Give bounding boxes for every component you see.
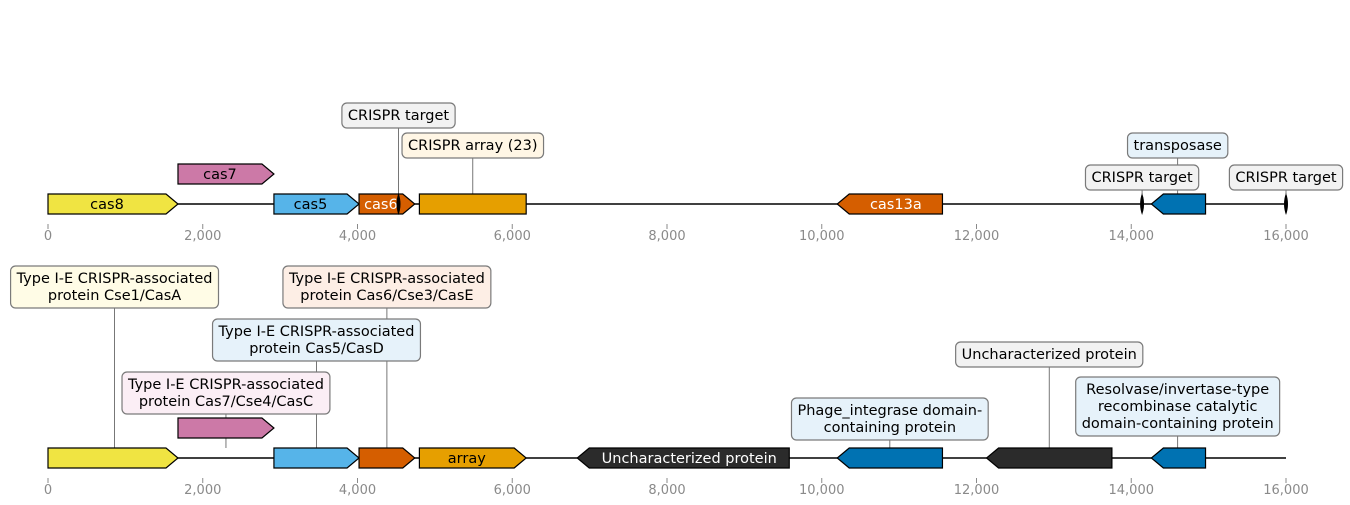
gene-arrow [576,447,790,469]
crispr-target-mark [396,193,401,215]
gene-arrow [836,193,944,215]
axis-tick-label: 6,000 [494,229,531,244]
callout-text: protein Cas5/CasD [249,341,384,357]
callout-box [9,265,220,309]
crispr-target-mark [1140,193,1145,215]
callout-text: transposase [1134,138,1222,154]
gene-arrow [47,447,179,469]
callout-text: Resolvase/invertase-type [1086,382,1269,398]
callout-text: protein Cse1/CasA [48,288,181,304]
axis-tick-label: 0 [44,483,52,498]
callout-text: Phage_integrase domain- [797,403,982,419]
callout-text: CRISPR array (23) [408,138,538,154]
axis-tick-label: 16,000 [1263,229,1309,244]
axis-tick-label: 16,000 [1263,483,1309,498]
gene-arrow [358,193,416,215]
callout-box [955,341,1144,368]
callout-box [121,371,331,415]
callout-box [1228,164,1344,191]
axis-tick-label: 0 [44,229,52,244]
callout-box [282,265,492,309]
callout-text: containing protein [824,420,956,436]
callout-text: CRISPR target [1091,170,1193,186]
gene-label: Uncharacterized protein [602,451,777,467]
callout-text: recombinase catalytic [1098,399,1258,415]
callout-text: Type I-E CRISPR-associated [127,377,324,393]
callout-box [341,102,456,129]
gene-label: cas6 [364,197,398,213]
gene-label: cas5 [294,197,328,213]
gene-arrow [418,193,527,215]
crispr-target-mark [1284,193,1288,215]
callout-box [1075,376,1281,437]
gene-arrow [177,417,275,439]
gene-arrow [47,193,179,215]
track-bottom: 0 2,000 4,000 6,000 8,000 10,000 12,000 14,000 1… [44,308,1309,498]
gene-arrow [1150,193,1207,215]
axis-tick-label: 12,000 [954,229,1000,244]
gene-arrow [418,447,528,469]
track-top: 0 2,000 4,000 6,000 8,000 10,000 12,000 14,000 1… [44,128,1309,244]
gene-arrow [177,163,275,185]
callout-text: protein Cas6/Cse3/CasE [300,288,473,304]
gene-label: cas7 [203,167,237,183]
gene-label: cas8 [90,197,124,213]
axis-tick-label: 8,000 [648,229,685,244]
gene-label: cas13a [870,197,922,213]
callout-text: domain-containing protein [1082,416,1274,432]
axis-tick-label: 2,000 [184,229,221,244]
callout-text: protein Cas7/Cse4/CasC [139,394,313,410]
callout-text: CRISPR target [1235,170,1337,186]
gene-arrow [836,447,944,469]
axis-tick-label: 10,000 [799,229,845,244]
callout-text: Type I-E CRISPR-associated [218,324,415,340]
axis-tick-label: 14,000 [1109,483,1155,498]
gene-arrow [273,193,360,215]
callout-box [1084,164,1200,191]
callout-box [790,397,989,441]
axis-tick-label: 4,000 [339,229,376,244]
callout-text: Type I-E CRISPR-associated [288,271,485,287]
gene-arrow [273,447,360,469]
axis-tick-label: 12,000 [954,483,1000,498]
gene-label: array [448,451,486,467]
gene-arrow [1150,447,1207,469]
axis-tick-label: 8,000 [648,483,685,498]
gene-arrow [985,447,1113,469]
axis-tick-label: 10,000 [799,483,845,498]
callout-box [1126,132,1229,159]
callout-text: Uncharacterized protein [962,347,1137,363]
callout-box [211,318,422,362]
axis-tick-label: 2,000 [184,483,221,498]
callout-text: CRISPR target [348,108,450,124]
axis-tick-label: 14,000 [1109,229,1155,244]
axis-tick-label: 6,000 [494,483,531,498]
axis-tick-label: 4,000 [339,483,376,498]
gene-arrow [358,447,416,469]
callout-box [401,132,545,159]
callout-text: Type I-E CRISPR-associated [16,271,213,287]
